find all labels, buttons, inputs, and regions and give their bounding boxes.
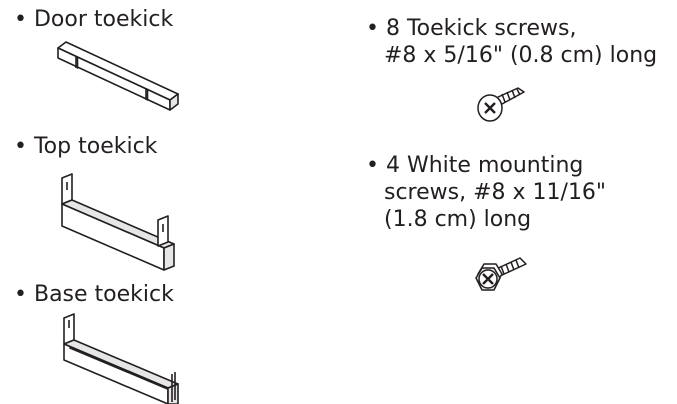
toekick-screws-label: •8 Toekick screws, #8 x 5/16" (0.8 cm) l…	[366, 16, 658, 68]
top-toekick-label: •Top toekick	[14, 134, 158, 159]
bullet: •	[14, 7, 27, 32]
door-toekick-label: •Door toekick	[14, 7, 174, 32]
bullet: •	[366, 16, 379, 41]
mounting-screw-illustration	[470, 252, 534, 302]
base-toekick-label: •Base toekick	[14, 282, 174, 307]
bullet: •	[14, 282, 27, 307]
mounting-screws-label: •4 White mounting screws, #8 x 11/16" (1…	[366, 153, 607, 232]
base-toekick-illustration	[54, 312, 186, 404]
bullet: •	[366, 153, 379, 178]
toekick-screw-illustration	[474, 82, 530, 128]
bullet: •	[14, 134, 27, 159]
door-toekick-illustration	[50, 38, 182, 118]
top-toekick-illustration	[54, 170, 182, 276]
